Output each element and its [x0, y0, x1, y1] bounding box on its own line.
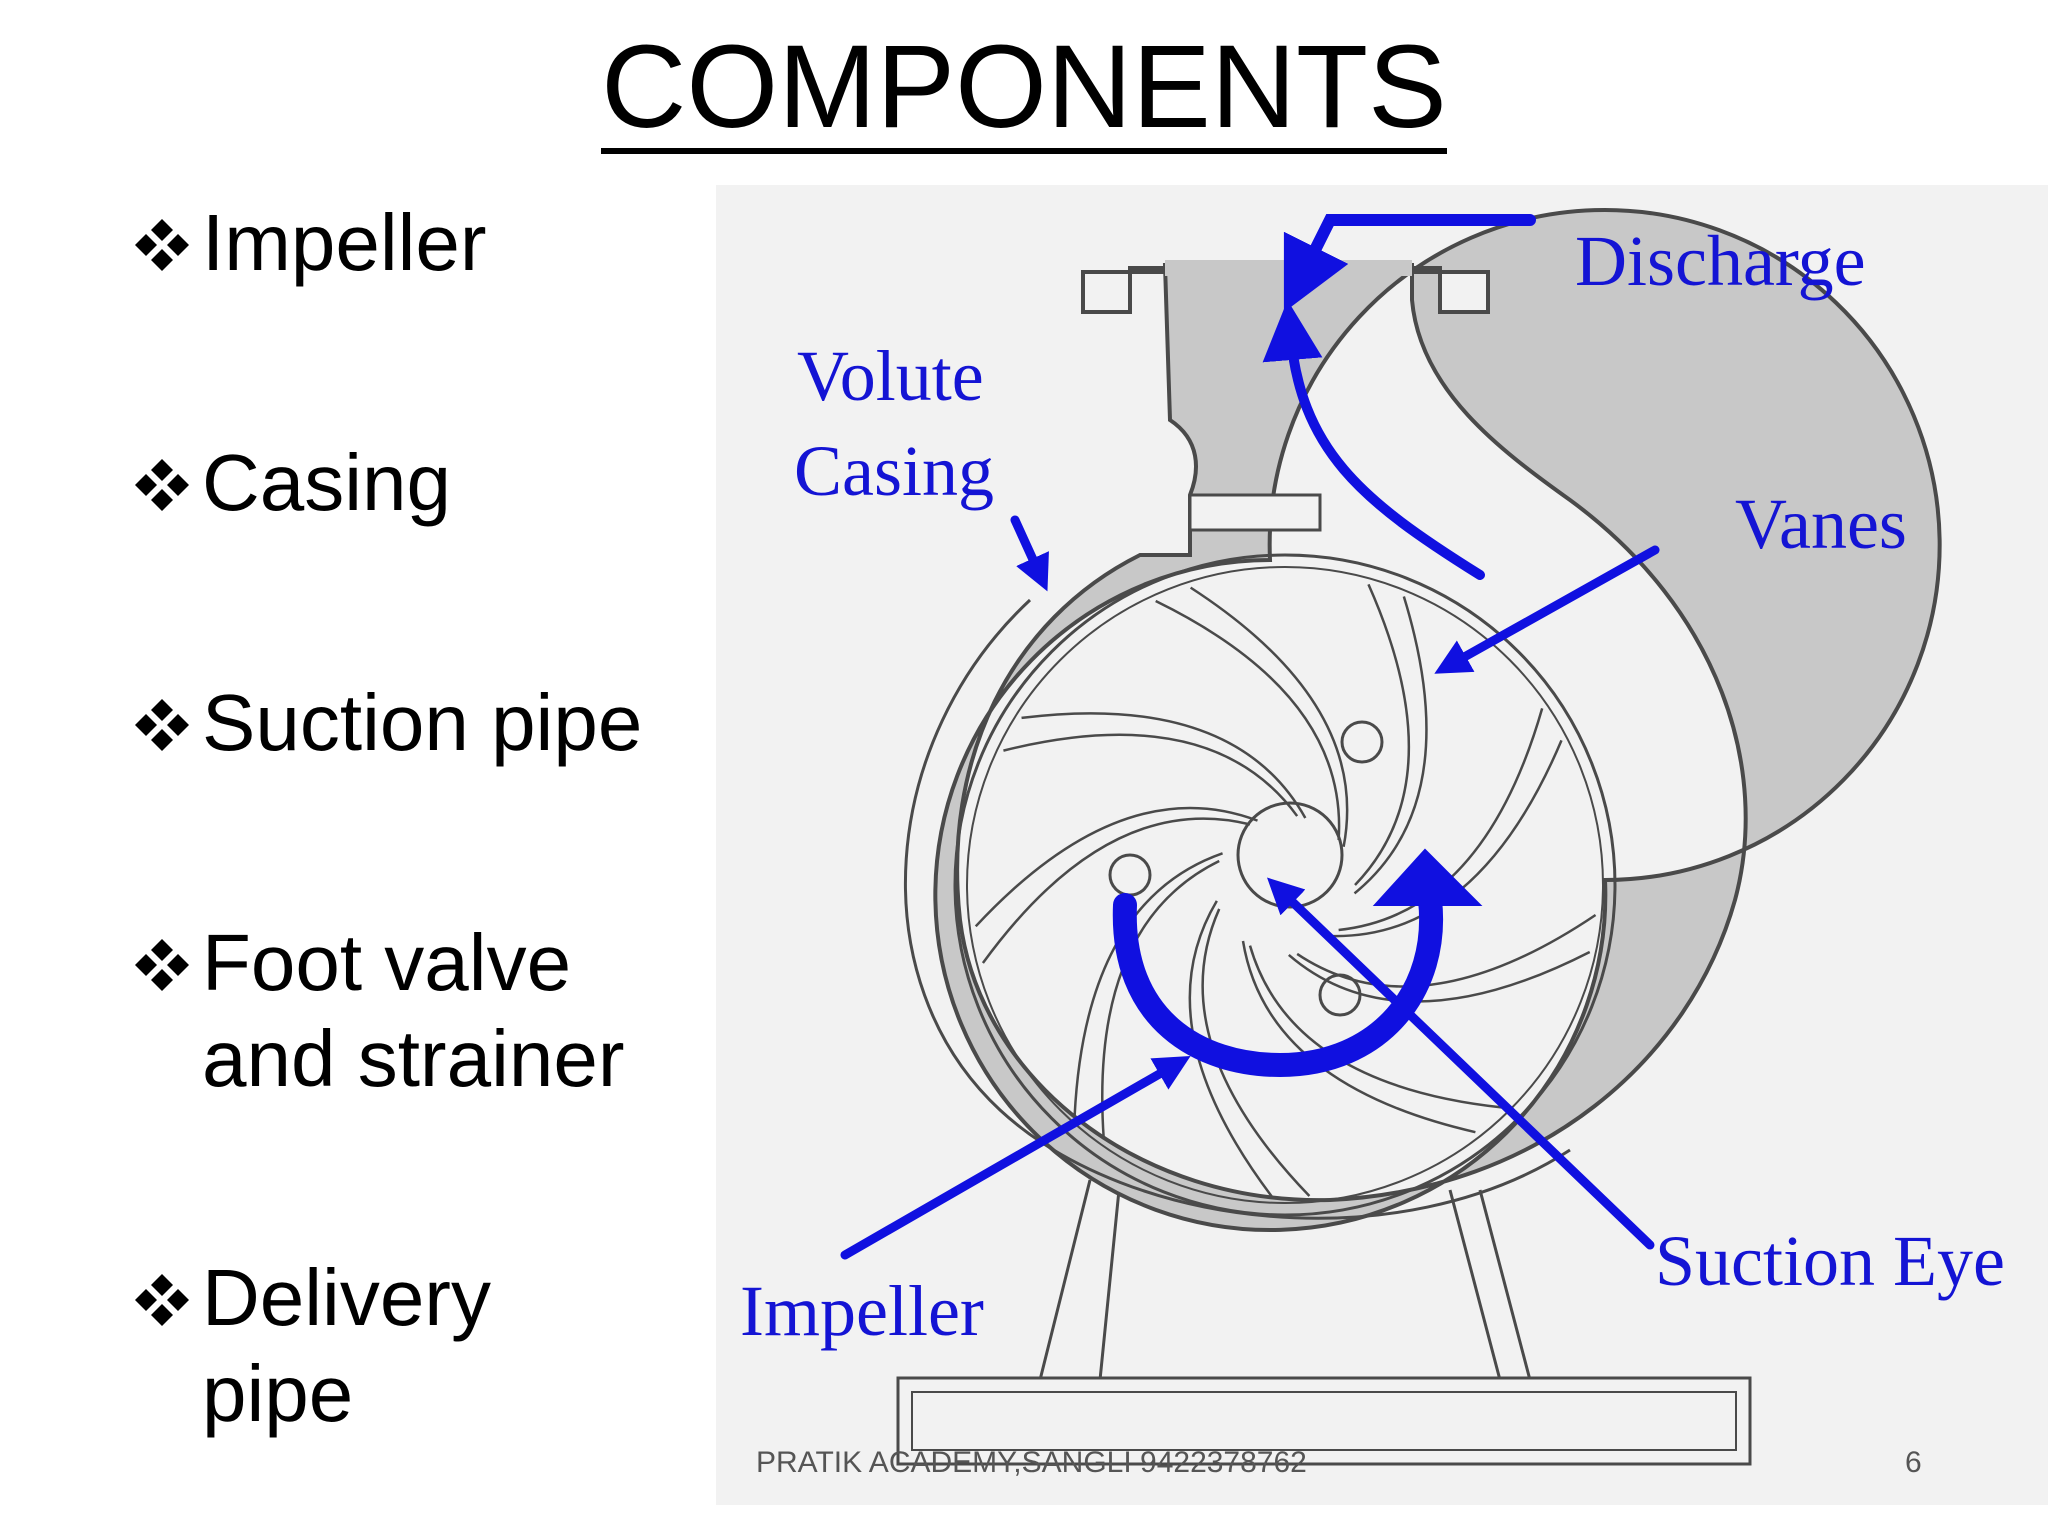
bullet-label: Suction pipe [202, 678, 643, 767]
bullet-label: Casing [202, 438, 452, 527]
label-vanes: Vanes [1735, 484, 1907, 564]
impeller-shape [953, 553, 1617, 1217]
impeller-vane [1338, 708, 1544, 932]
impeller-vane [1003, 733, 1299, 817]
impeller-vane [1296, 913, 1597, 988]
bullet-label-continued: pipe [202, 1349, 354, 1438]
bullet-item-foot-valve: Foot valve and strainer [130, 915, 624, 1107]
impeller-vane [1021, 712, 1307, 819]
diamond-bullet-icon [135, 459, 189, 511]
impeller-pointer [840, 1056, 1191, 1260]
bullet-item-casing: Casing [130, 435, 451, 531]
label-impeller: Impeller [740, 1271, 984, 1351]
outlet-flow-arrow [1262, 300, 1485, 580]
bullet-item-delivery-pipe: Delivery pipe [130, 1250, 491, 1442]
diamond-bullet-icon [135, 1274, 189, 1326]
slide-title-text: COMPONENTS [601, 21, 1447, 154]
label-suction-eye: Suction Eye [1655, 1221, 2005, 1301]
footer-credit: PRATIK ACADEMY,SANGLI 9422378762 [756, 1446, 1307, 1479]
label-discharge: Discharge [1575, 221, 1866, 301]
diamond-bullet-icon [135, 699, 189, 751]
bullet-item-suction-pipe: Suction pipe [130, 675, 642, 771]
bullet-label: Impeller [202, 198, 487, 287]
diamond-bullet-icon [135, 939, 189, 991]
rotation-arrow [1112, 888, 1444, 1078]
bullet-label-continued: and strainer [202, 1014, 625, 1103]
label-volute-line2: Casing [794, 431, 994, 511]
diamond-bullet-icon [135, 219, 189, 271]
impeller-vane [1189, 586, 1349, 847]
rotation-arrow-head [1372, 848, 1483, 906]
impeller-vanes [974, 583, 1597, 1198]
slide-title: COMPONENTS [0, 20, 2048, 156]
vanes-pointer [1434, 545, 1660, 674]
bullet-label: Foot valve [202, 918, 572, 1007]
volute-casing-shape [903, 208, 1942, 1232]
bullet-label: Delivery [202, 1253, 491, 1342]
impeller-vane [1155, 599, 1341, 841]
impeller-vane [981, 817, 1251, 964]
centrifugal-pump-diagram: Discharge Volute Casing Vanes Suction Ey… [716, 185, 2048, 1505]
discharge-arrow [1283, 214, 1536, 313]
impeller-vane [1353, 596, 1428, 895]
impeller-vane [974, 806, 1258, 928]
suction-eye-pointer [1267, 877, 1655, 1250]
volute-casing-pointer [1010, 515, 1049, 592]
impeller-vane [1354, 583, 1411, 886]
page-number: 6 [1905, 1446, 1922, 1479]
flow-arrows [840, 214, 1660, 1260]
label-volute-line1: Volute [797, 336, 984, 416]
bullet-item-impeller: Impeller [130, 195, 487, 291]
pump-base [896, 1179, 1752, 1466]
